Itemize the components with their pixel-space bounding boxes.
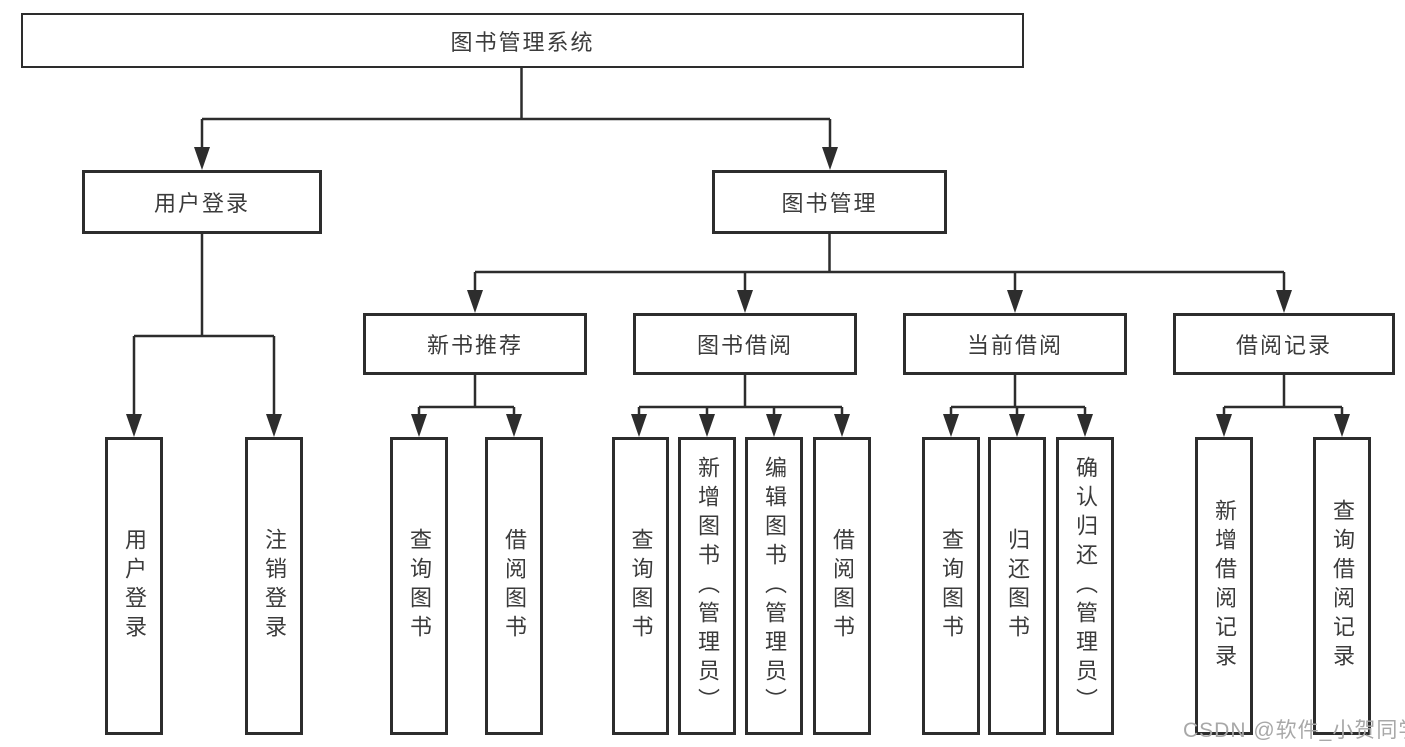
leaf-query-book-current: 查询图书 bbox=[922, 437, 980, 735]
node-borrow-records: 借阅记录 bbox=[1173, 313, 1395, 375]
node-new-book-recommend: 新书推荐 bbox=[363, 313, 587, 375]
node-book-borrow: 图书借阅 bbox=[633, 313, 857, 375]
leaf-borrow-book: 借阅图书 bbox=[813, 437, 871, 735]
leaf-add-book-admin: 新增图书（管理员） bbox=[678, 437, 736, 735]
leaf-logout: 注销登录 bbox=[245, 437, 303, 735]
node-root: 图书管理系统 bbox=[21, 13, 1024, 68]
leaf-query-borrow-record: 查询借阅记录 bbox=[1313, 437, 1371, 735]
leaf-user-login: 用户登录 bbox=[105, 437, 163, 735]
node-current-borrow: 当前借阅 bbox=[903, 313, 1127, 375]
leaf-query-book-recommend: 查询图书 bbox=[390, 437, 448, 735]
leaf-add-borrow-record: 新增借阅记录 bbox=[1195, 437, 1253, 735]
connector-lines bbox=[132, 66, 1344, 419]
leaf-query-book-borrow: 查询图书 bbox=[612, 437, 669, 735]
arrowheads bbox=[126, 147, 1350, 437]
node-user-login: 用户登录 bbox=[82, 170, 322, 234]
node-book-management: 图书管理 bbox=[712, 170, 947, 234]
leaf-return-book: 归还图书 bbox=[988, 437, 1046, 735]
leaf-confirm-return-admin: 确认归还（管理员） bbox=[1056, 437, 1114, 735]
leaf-borrow-book-recommend: 借阅图书 bbox=[485, 437, 543, 735]
csdn-watermark: CSDN @软件_小贺同学 bbox=[1183, 719, 1405, 742]
leaf-edit-book-admin: 编辑图书（管理员） bbox=[745, 437, 803, 735]
